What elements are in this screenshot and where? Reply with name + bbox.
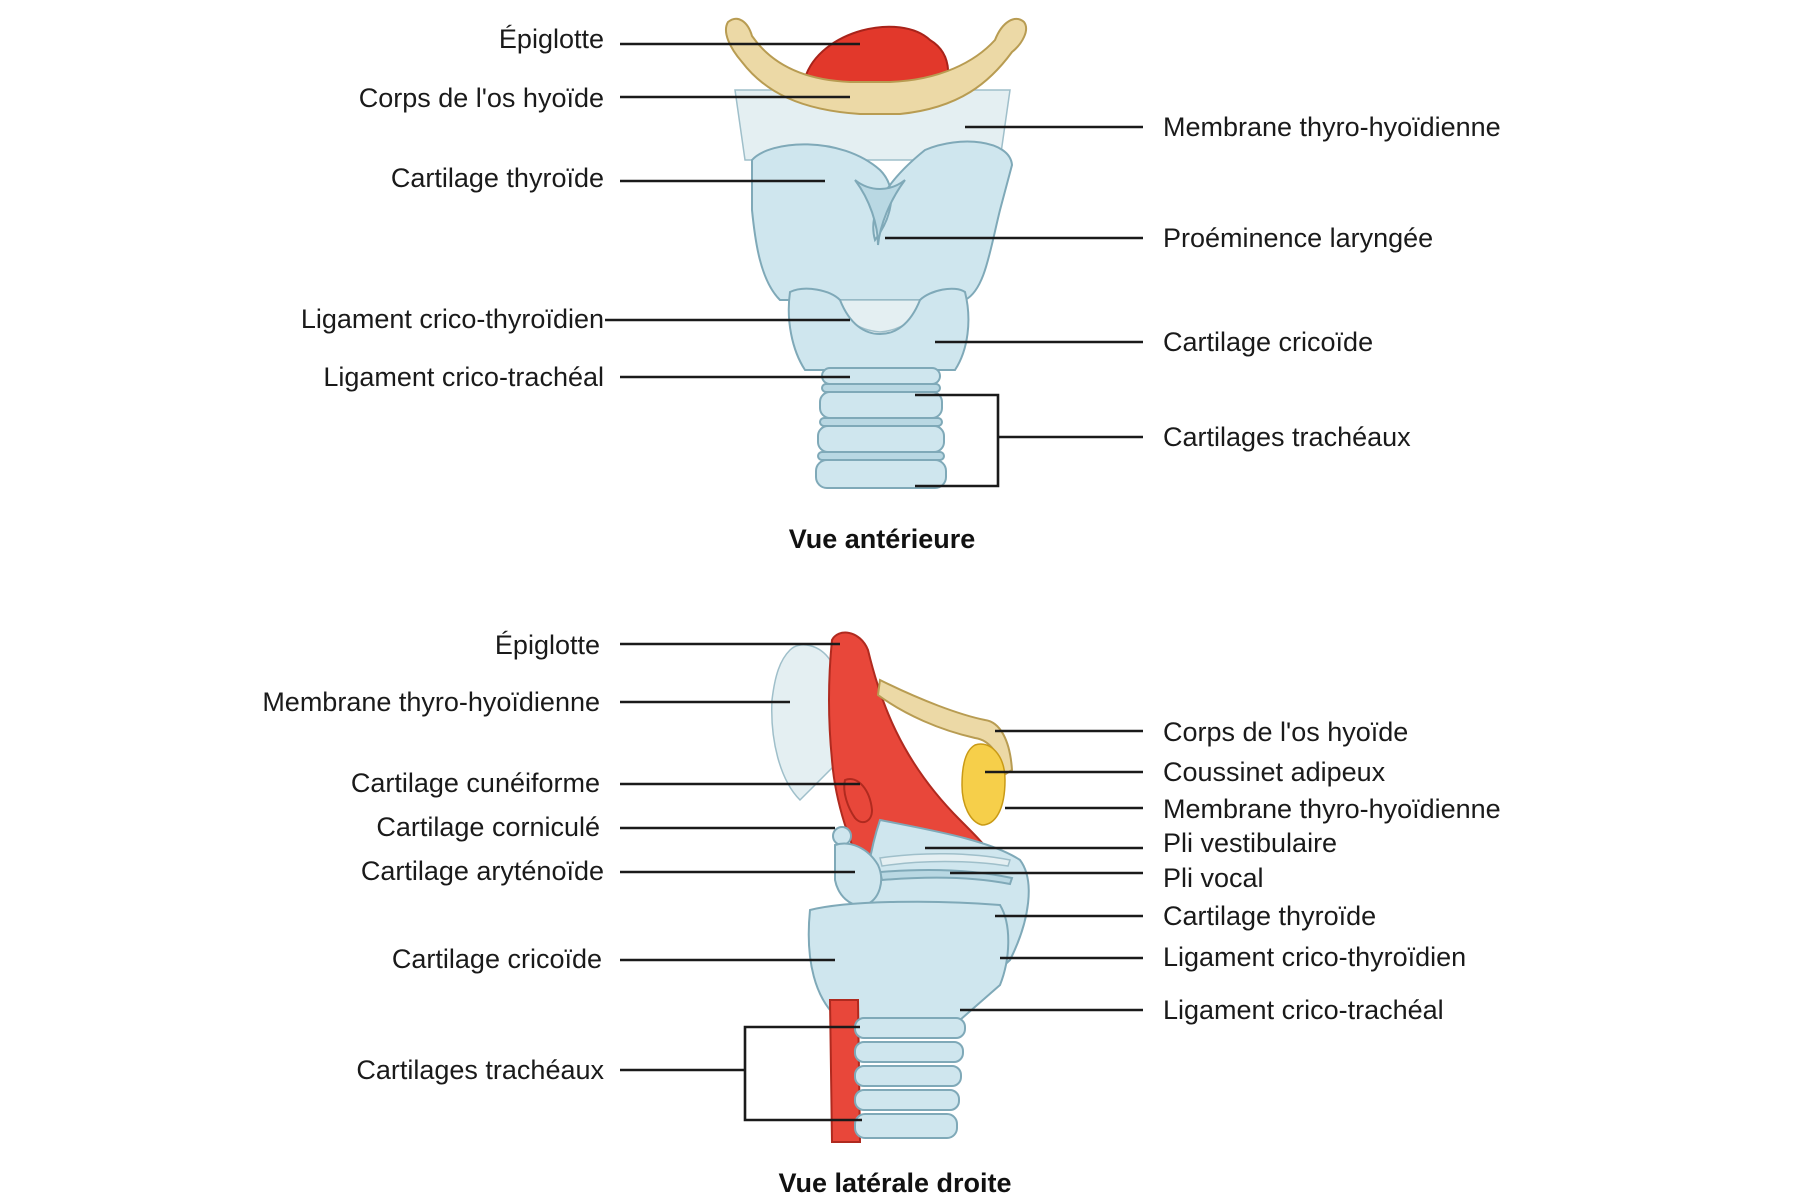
lateral-label-pli-vocal: Pli vocal <box>1163 863 1264 893</box>
lateral-label-ligament-crico-tracheal: Ligament crico-trachéal <box>1163 995 1444 1025</box>
lateral-leader-lines <box>620 642 1143 1122</box>
lateral-view-caption: Vue latérale droite <box>778 1168 1011 1198</box>
lateral-thyrohyoid-membrane-posterior <box>771 644 841 802</box>
lateral-label-cartilage-arytenoide: Cartilage aryténoïde <box>361 856 604 886</box>
anterior-label-ligament-crico-thyroidien: Ligament crico-thyroïdien <box>301 304 604 334</box>
lateral-label-membrane-thyro-hyoidienne-left: Membrane thyro-hyoïdienne <box>262 687 600 717</box>
lateral-corniculate-cartilage <box>832 826 852 846</box>
anterior-label-membrane-thyro-hyoidienne: Membrane thyro-hyoïdienne <box>1163 112 1501 142</box>
anterior-tracheal-rings <box>815 367 947 489</box>
anterior-label-corps-os-hyoide: Corps de l'os hyoïde <box>359 83 604 113</box>
lateral-cricoid-cartilage <box>807 900 1010 1021</box>
anterior-label-ligament-crico-tracheal: Ligament crico-trachéal <box>323 362 604 392</box>
anterior-view-figure <box>724 17 1028 489</box>
lateral-view-figure <box>771 631 1030 1143</box>
lateral-fat-pad <box>961 743 1006 826</box>
lateral-label-corps-os-hyoide: Corps de l'os hyoïde <box>1163 717 1408 747</box>
lateral-cuneiform-cartilage <box>843 778 874 824</box>
lateral-label-pli-vestibulaire: Pli vestibulaire <box>1163 828 1337 858</box>
lateral-label-cartilage-cornicule: Cartilage corniculé <box>376 812 600 842</box>
anterior-cricoid-cartilage <box>787 287 970 371</box>
lateral-label-ligament-crico-thyroidien: Ligament crico-thyroïdien <box>1163 942 1466 972</box>
anterior-label-cartilage-thyroide: Cartilage thyroïde <box>391 163 604 193</box>
lateral-label-epiglotte: Épiglotte <box>495 630 600 660</box>
anterior-laryngeal-prominence <box>854 179 906 246</box>
lateral-arytenoid-cartilage <box>834 842 883 907</box>
lateral-label-membrane-thyro-hyoidienne-right: Membrane thyro-hyoïdienne <box>1163 794 1501 824</box>
lateral-label-cartilage-cuneiforme: Cartilage cunéiforme <box>351 768 600 798</box>
anterior-label-epiglotte: Épiglotte <box>499 24 604 54</box>
lateral-label-coussinet-adipeux: Coussinet adipeux <box>1163 757 1386 787</box>
lateral-label-cartilage-cricoide: Cartilage cricoïde <box>392 944 602 974</box>
lateral-labels: Épiglotte Membrane thyro-hyoïdienne Cart… <box>262 630 1500 1198</box>
anterior-label-cartilages-tracheaux: Cartilages trachéaux <box>1163 422 1411 452</box>
anterior-labels: Épiglotte Corps de l'os hyoïde Cartilage… <box>301 24 1501 554</box>
lateral-vestibular-fold <box>879 853 1011 867</box>
anterior-leader-lines <box>605 42 1143 488</box>
anterior-hyoid-bone <box>724 17 1028 115</box>
lateral-tracheal-rings <box>854 1017 966 1139</box>
lateral-label-cartilage-thyroide: Cartilage thyroïde <box>1163 901 1376 931</box>
lateral-posterior-mucosa <box>828 999 862 1143</box>
anterior-label-cartilage-cricoide: Cartilage cricoïde <box>1163 327 1373 357</box>
anterior-view-caption: Vue antérieure <box>789 524 976 554</box>
anterior-label-proeminence-laryngee: Proéminence laryngée <box>1163 223 1433 253</box>
lateral-label-cartilages-tracheaux: Cartilages trachéaux <box>356 1055 604 1085</box>
